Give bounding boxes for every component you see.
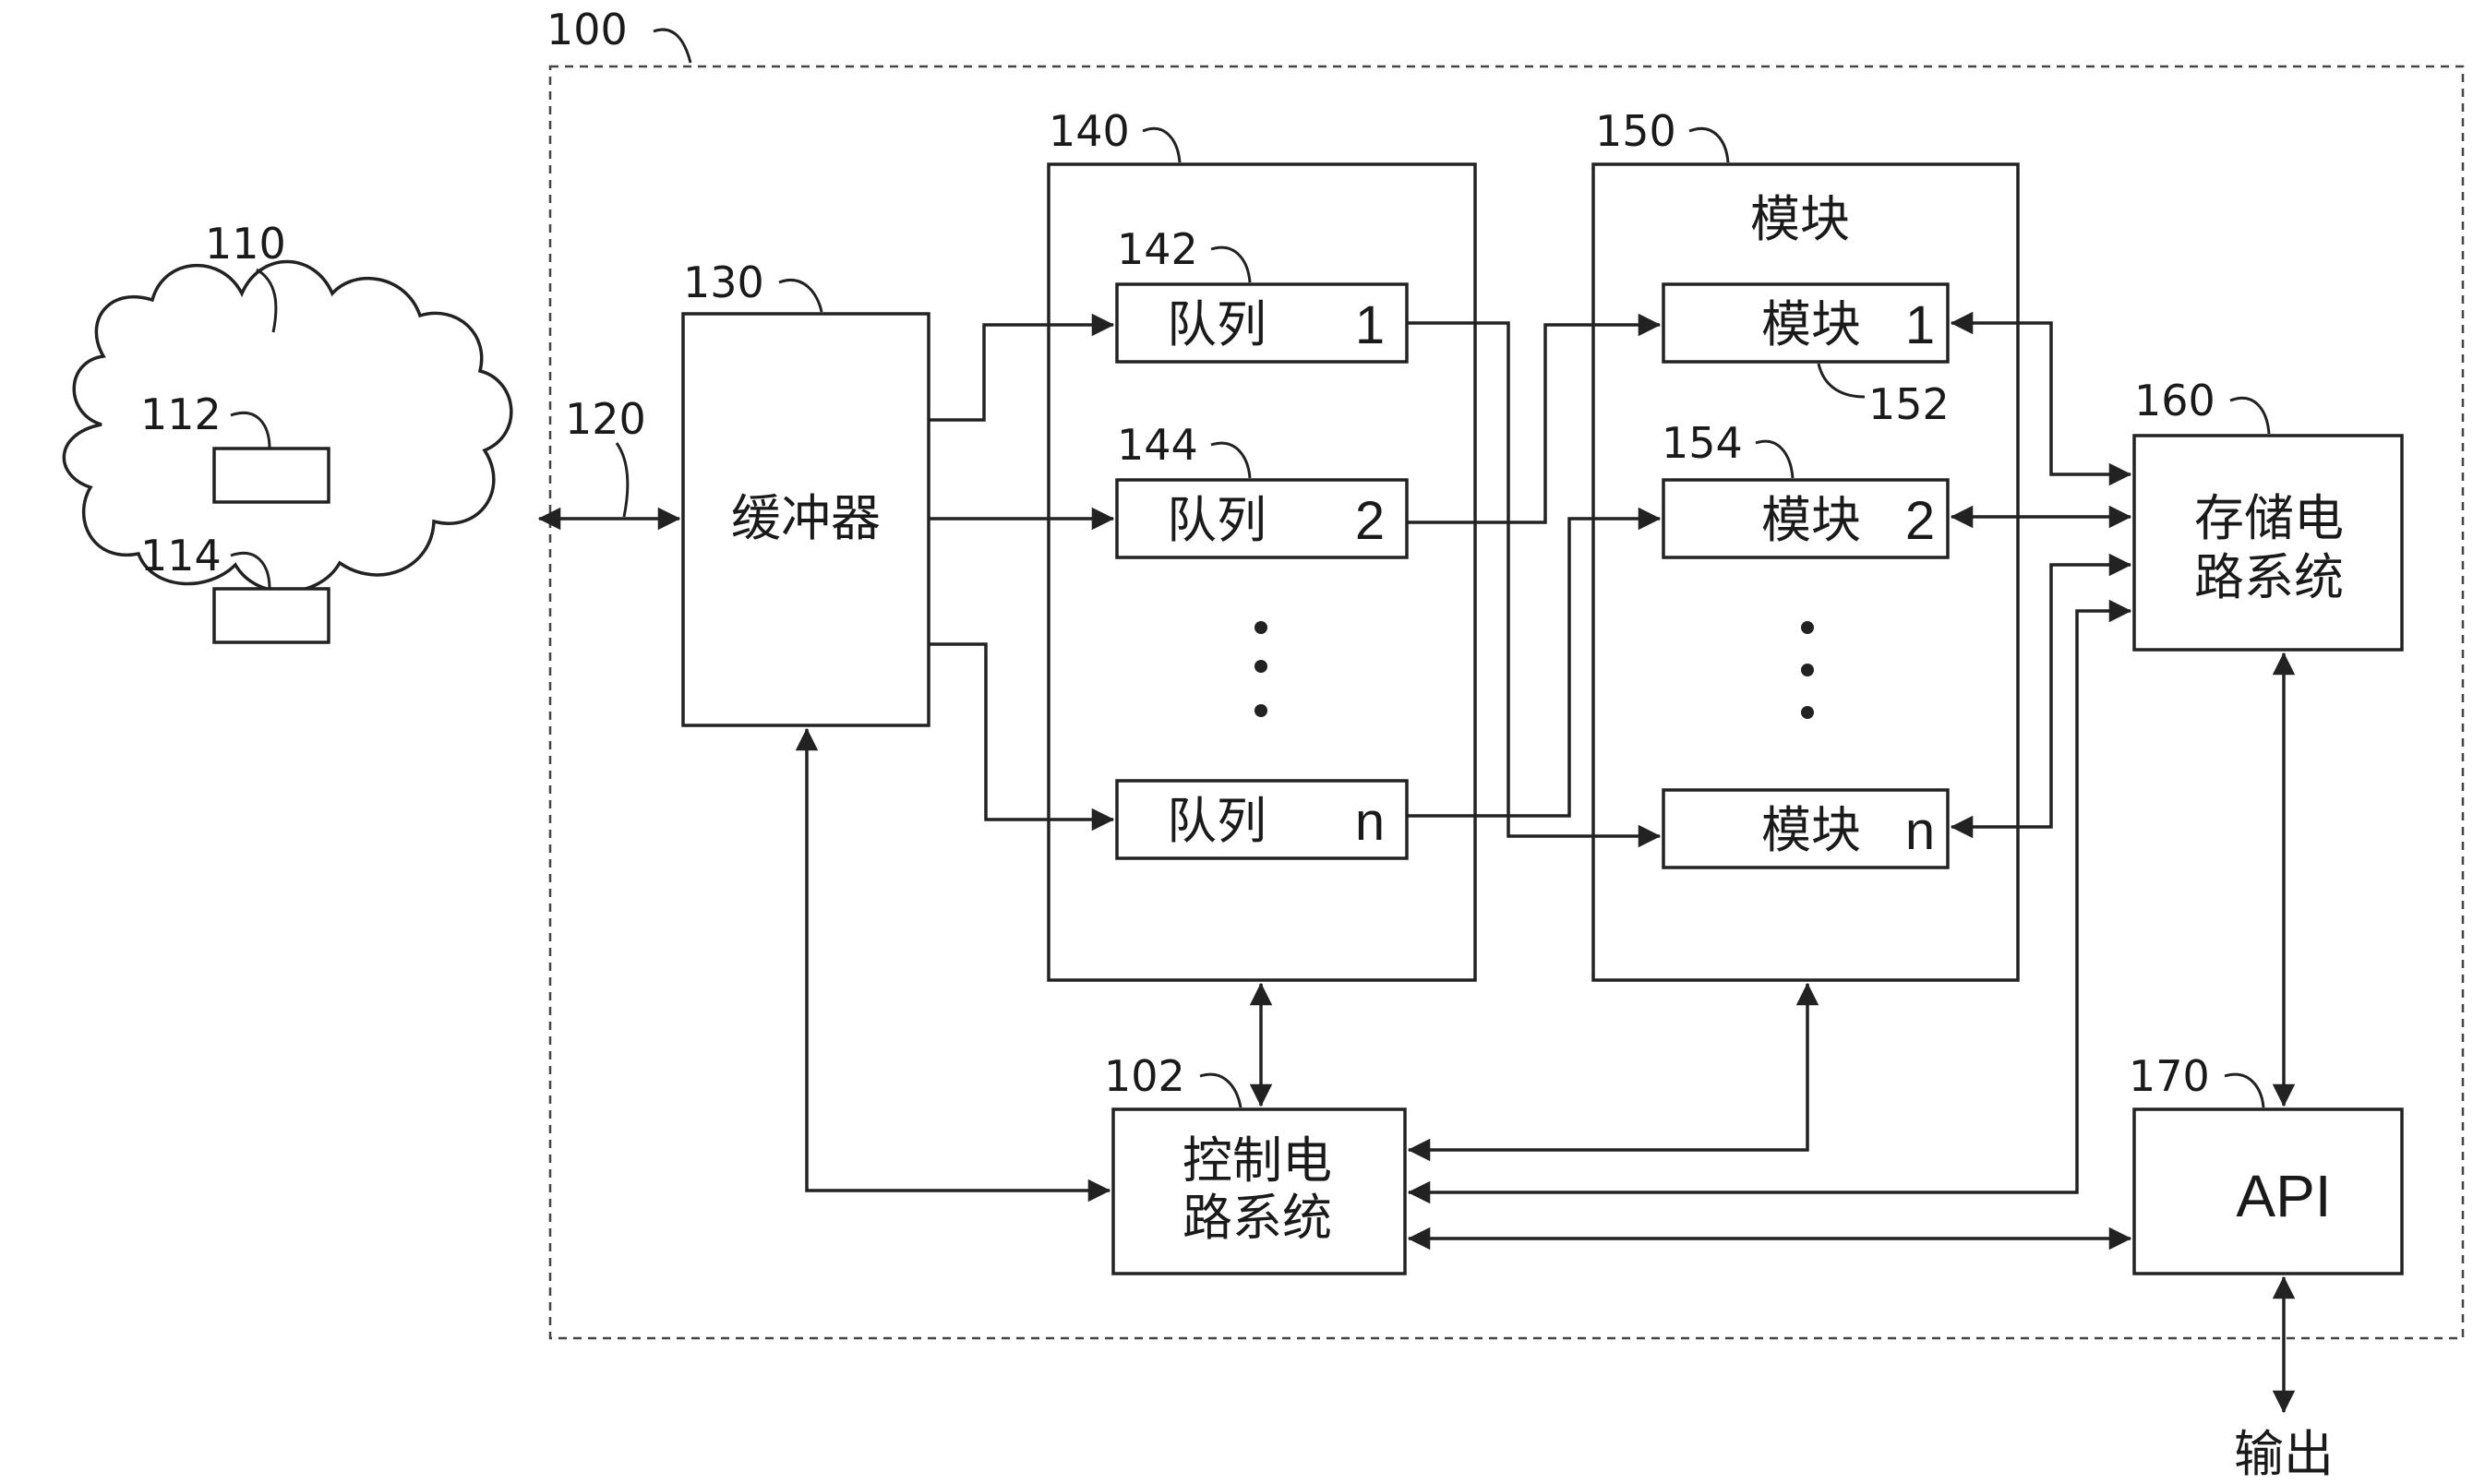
storage-ref-label: 160 — [2134, 376, 2215, 425]
queue-1-index: 1 — [1355, 295, 1385, 355]
control-label-line1: 控制电 — [1182, 1131, 1332, 1190]
api-box — [2132, 1107, 2404, 1275]
device-114-ref-label: 114 — [140, 531, 222, 580]
buffer-to-queue-1-arrow — [929, 313, 1115, 422]
control-storage-arrow — [1407, 599, 2132, 1204]
api-label: API — [2236, 1163, 2331, 1229]
queue-2-index: 2 — [1355, 491, 1385, 551]
queue-2-ref-leader — [1210, 441, 1252, 479]
module-1-label: 模块 — [1761, 295, 1861, 353]
storage-box — [2132, 434, 2404, 652]
api-ref-leader — [2224, 1072, 2265, 1108]
network-ref-label: 110 — [205, 219, 286, 269]
module-2: 模块 2 — [1662, 478, 1950, 559]
device-114-box — [212, 587, 330, 644]
module-group-ref-leader — [1688, 126, 1730, 163]
device-114-ref-leader — [230, 552, 271, 590]
buffer-label: 缓冲器 — [731, 489, 881, 547]
api-ref-label: 170 — [2129, 1051, 2210, 1101]
module-group-ref-label: 150 — [1595, 106, 1676, 156]
storage-label-line2: 路系统 — [2194, 548, 2344, 606]
module-2-box — [1662, 478, 1950, 559]
queue-n-index: n — [1355, 792, 1385, 852]
device-112-ref-label: 112 — [140, 389, 222, 439]
module-group-title: 模块 — [1750, 190, 1850, 248]
module-1-ref-label: 152 — [1868, 379, 1950, 429]
queue-2-to-module-1-line — [1407, 313, 1662, 524]
buffer-ref-label: 130 — [683, 257, 764, 307]
buffer-box — [681, 312, 930, 727]
storage-ref-leader — [2229, 397, 2271, 435]
module-1-box — [1662, 282, 1950, 364]
module-1-ref-leader — [1817, 363, 1866, 399]
control-ref-label: 102 — [1104, 1051, 1185, 1101]
device-112-ref-leader — [230, 412, 271, 449]
link-ref-label: 120 — [565, 394, 646, 444]
control-box — [1111, 1107, 1407, 1275]
queue-1-ref-label: 142 — [1117, 224, 1198, 274]
queue-n: 队列 n — [1115, 779, 1409, 860]
control-label-line2: 路系统 — [1182, 1189, 1332, 1247]
control-buffer-arrow — [795, 727, 1111, 1203]
module-n-index: n — [1905, 801, 1935, 861]
queue-group-ref-label: 140 — [1049, 106, 1130, 156]
system-ref-leader — [653, 28, 692, 64]
buffer-ref-leader — [778, 279, 823, 313]
control-module-group-arrow — [1407, 982, 1819, 1162]
queue-2-label: 队列 — [1167, 491, 1267, 549]
queue-ellipsis — [1255, 621, 1267, 717]
queue-2-ref-label: 144 — [1117, 420, 1198, 470]
link-ref-leader — [615, 442, 630, 518]
module-n-label: 模块 — [1761, 801, 1861, 859]
queue-1-label: 队列 — [1167, 295, 1267, 353]
queue-n-label: 队列 — [1167, 792, 1267, 850]
module-1: 模块 1 — [1662, 282, 1950, 364]
queue-2: 队列 2 — [1115, 478, 1409, 559]
queue-n-box — [1115, 779, 1409, 860]
module-2-index: 2 — [1905, 491, 1935, 551]
module-2-ref-label: 154 — [1662, 418, 1743, 468]
system-boundary — [548, 65, 2465, 1340]
module-2-label: 模块 — [1761, 491, 1861, 549]
system-ref-label: 100 — [546, 5, 628, 54]
device-112-box — [212, 447, 330, 504]
queue-1-box — [1115, 282, 1409, 364]
network-cloud — [62, 259, 513, 593]
queue-1: 队列 1 — [1115, 282, 1409, 364]
module-2-ref-leader — [1755, 439, 1795, 479]
module-n: 模块 n — [1662, 788, 1950, 869]
queue-group-ref-leader — [1142, 126, 1182, 163]
module-1-storage-arrow — [1950, 311, 2132, 486]
queue-2-box — [1115, 478, 1409, 559]
storage-label-line1: 存储电 — [2194, 489, 2344, 547]
control-ref-leader — [1199, 1072, 1243, 1108]
network-ref-leader — [256, 268, 278, 333]
output-label: 输出 — [2234, 1425, 2334, 1483]
module-1-index: 1 — [1905, 295, 1935, 355]
queue-1-ref-leader — [1210, 245, 1252, 283]
